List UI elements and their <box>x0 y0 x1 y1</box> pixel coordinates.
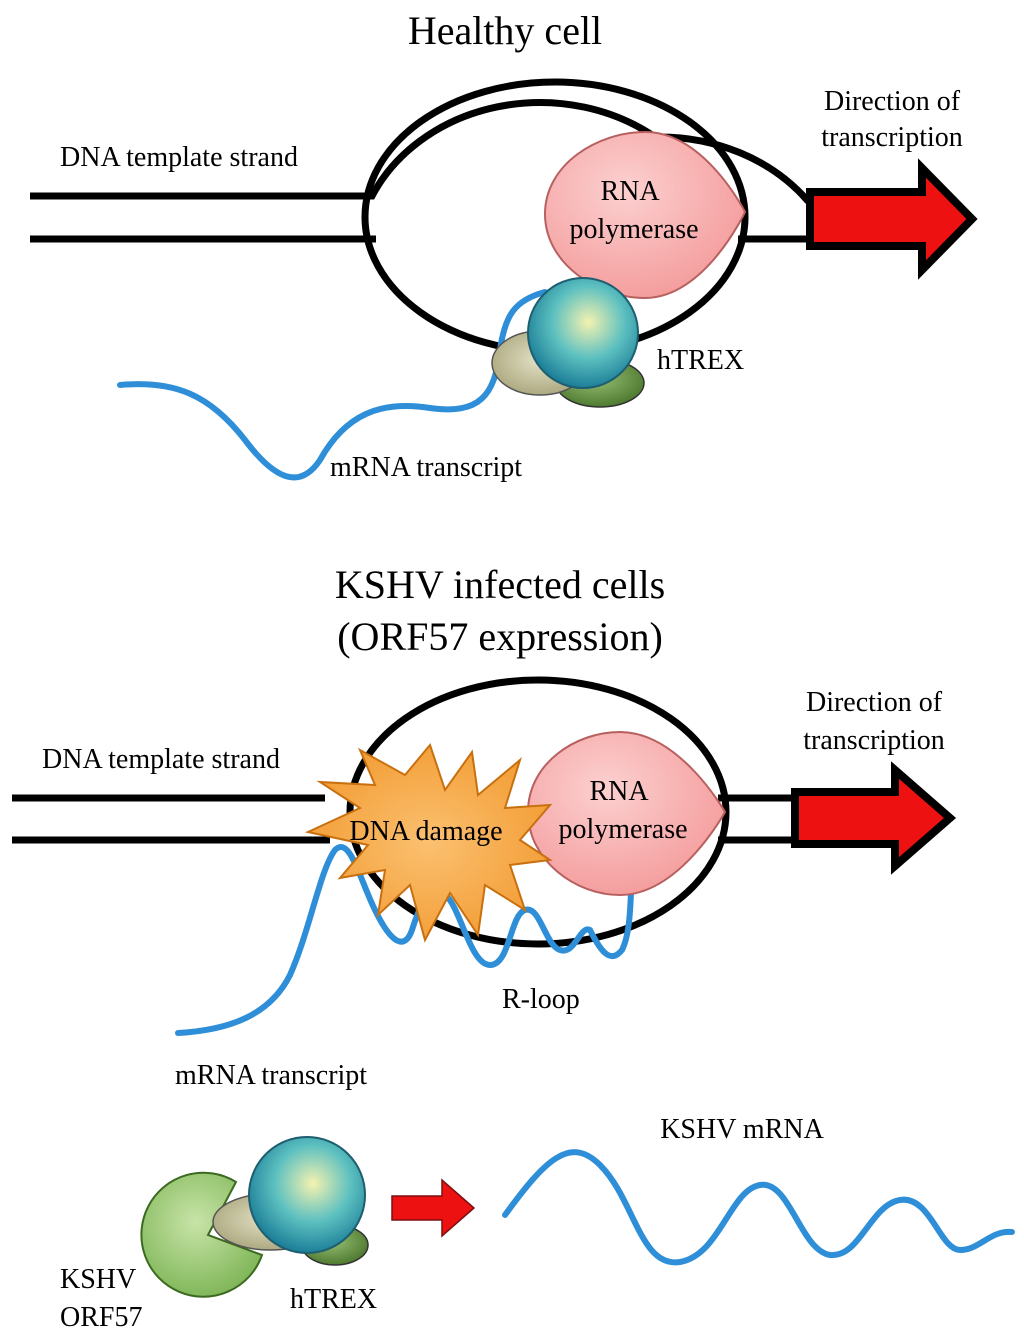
orf57-label-line2: ORF57 <box>60 1302 142 1333</box>
export-arrow <box>391 1178 476 1238</box>
polymerase-label-line2: polymerase <box>558 814 687 845</box>
polymerase-label-line1: RNA <box>600 176 660 207</box>
healthy-cell-panel: Healthy cell DNA template strand Directi… <box>30 8 978 483</box>
htrex-label: hTREX <box>290 1284 377 1315</box>
mrna-transcript-strand <box>117 289 548 481</box>
orf57-label-line1: KSHV <box>60 1264 136 1295</box>
direction-label-line1: Direction of <box>824 86 961 117</box>
dna-damage-burst <box>304 742 553 943</box>
kshv-title-line1: KSHV infected cells <box>335 562 665 607</box>
kshv-title-line2: (ORF57 expression) <box>337 614 663 659</box>
rna-polymerase <box>543 130 747 300</box>
direction-label-line2: transcription <box>803 725 945 756</box>
mrna-label: mRNA transcript <box>330 452 522 483</box>
dna-template-label: DNA template strand <box>60 142 298 173</box>
mrna-label: mRNA transcript <box>175 1060 367 1091</box>
rna-polymerase <box>526 730 727 897</box>
healthy-cell-title: Healthy cell <box>408 8 602 53</box>
polymerase-label-line2: polymerase <box>569 214 698 245</box>
orf57-export-panel: KSHV ORF57 hTREX KSHV mRNA <box>60 1114 1015 1333</box>
r-loop-label: R-loop <box>502 984 580 1015</box>
htrex-label: hTREX <box>657 345 744 376</box>
dna-template-label: DNA template strand <box>42 744 280 775</box>
direction-label-line2: transcription <box>821 122 963 153</box>
kshv-mrna-strand <box>502 1149 1015 1266</box>
dna-upper-strand <box>30 99 922 204</box>
direction-arrow <box>791 761 957 875</box>
kshv-mrna-label: KSHV mRNA <box>660 1114 824 1145</box>
dna-damage-label: DNA damage <box>349 816 502 847</box>
direction-label-line1: Direction of <box>806 687 943 718</box>
direction-arrow <box>806 158 978 280</box>
kshv-infected-panel: KSHV infected cells (ORF57 expression) D… <box>12 562 957 1091</box>
htrex-subunit-teal <box>527 277 639 389</box>
polymerase-label-line1: RNA <box>589 776 649 807</box>
htrex-subunit-teal <box>248 1136 366 1254</box>
kshv-orf57-protein <box>140 1171 264 1298</box>
